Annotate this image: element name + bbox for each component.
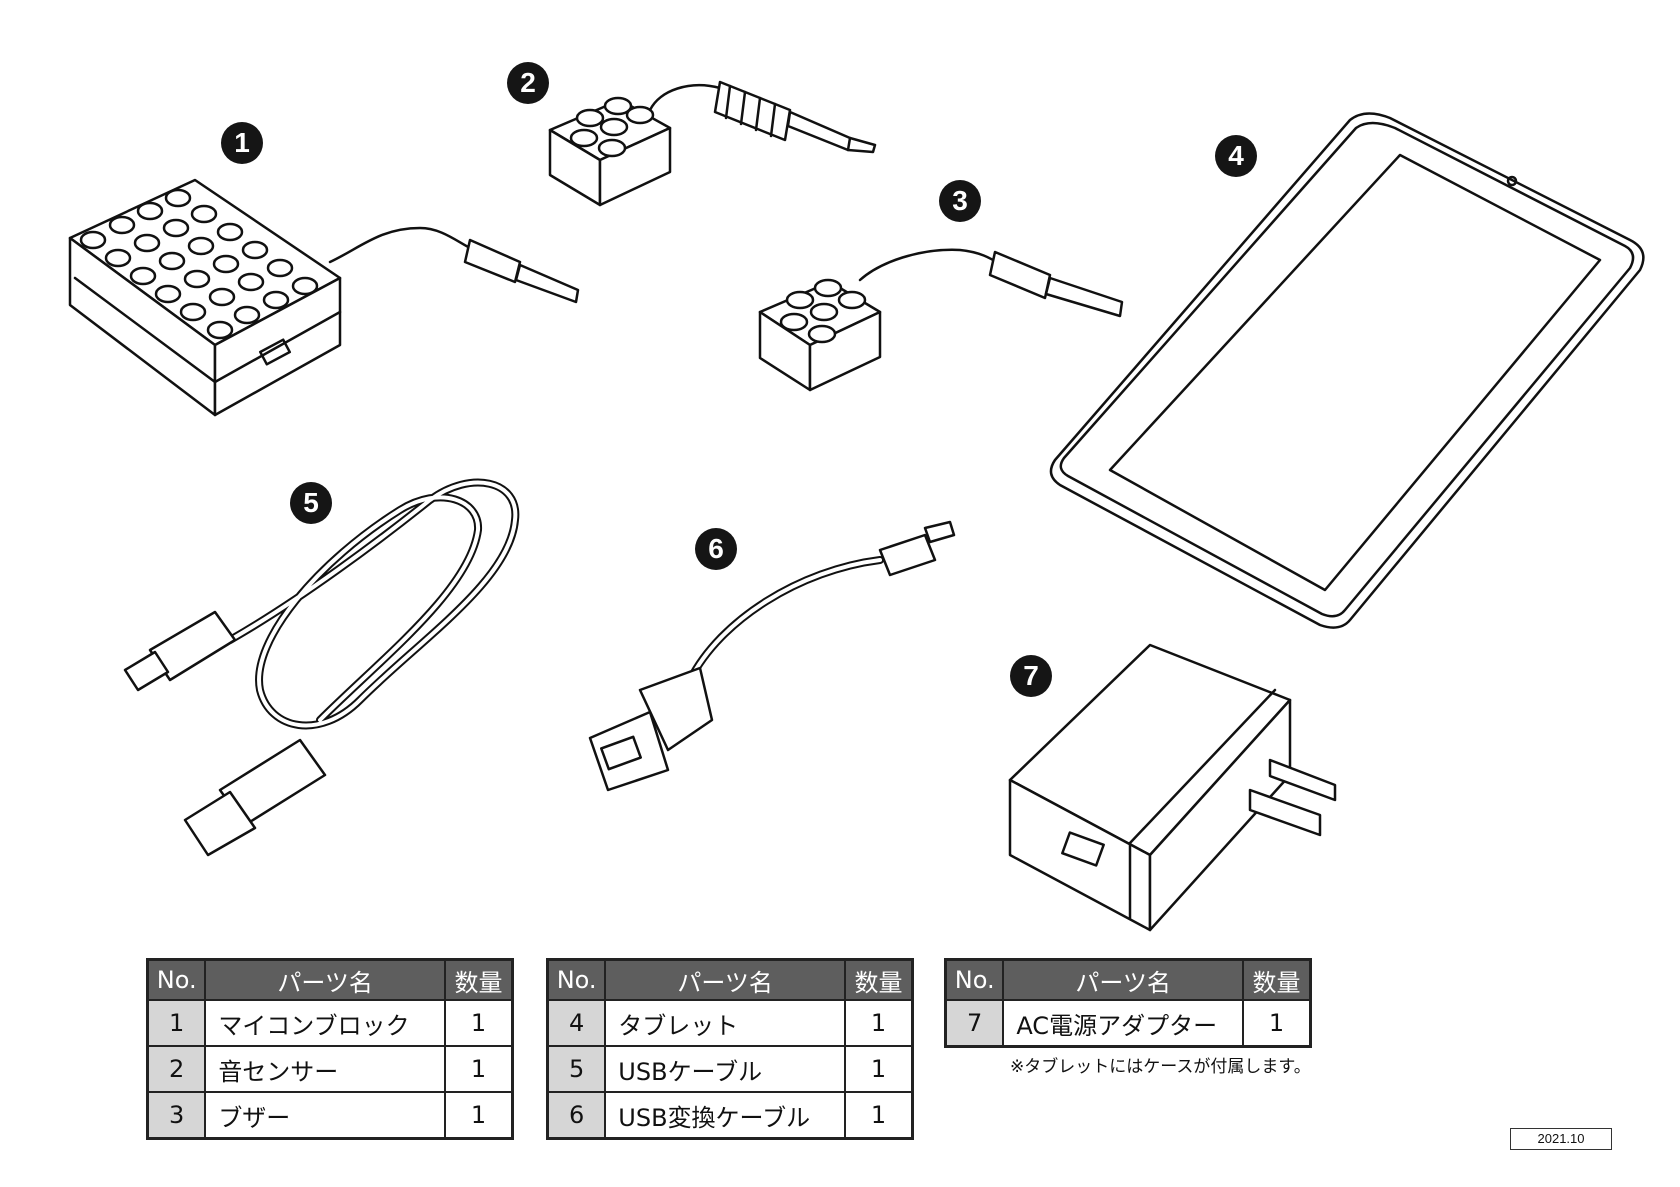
microcomputer-block-image [68, 178, 580, 417]
header-no: No. [146, 958, 207, 1001]
row-part-name: ブザー [204, 1091, 446, 1140]
table-row: 5 USBケーブル 1 [546, 1045, 914, 1093]
row-quantity: 1 [443, 1045, 514, 1093]
marker-6: 6 [695, 528, 737, 570]
row-quantity: 1 [443, 1091, 514, 1140]
table-row: 6 USB変換ケーブル 1 [546, 1091, 914, 1140]
marker-5: 5 [290, 482, 332, 524]
marker-7: 7 [1010, 655, 1052, 697]
tablet-image [1049, 112, 1645, 629]
header-quantity: 数量 [443, 958, 514, 1001]
row-no: 3 [146, 1091, 207, 1140]
tablet-case-note: ※タブレットにはケースが付属します。 [1010, 1057, 1311, 1077]
marker-4: 4 [1215, 135, 1257, 177]
parts-table-2: No. パーツ名 数量 4 タブレット 1 5 USBケーブル 1 6 USB変… [546, 958, 914, 1140]
row-part-name: マイコンブロック [204, 999, 446, 1047]
header-part-name: パーツ名 [604, 958, 847, 1001]
buzzer-image [758, 248, 1124, 392]
header-no: No. [546, 958, 607, 1001]
row-part-name: USB変換ケーブル [604, 1091, 847, 1140]
usb-cable-image [123, 478, 520, 857]
marker-3: 3 [939, 180, 981, 222]
ac-adapter-image [1008, 643, 1337, 932]
header-part-name: パーツ名 [204, 958, 446, 1001]
parts-table-3: No. パーツ名 数量 7 AC電源アダプター 1 [944, 958, 1312, 1048]
table-header-row: No. パーツ名 数量 [944, 958, 1312, 1001]
marker-1: 1 [221, 122, 263, 164]
header-part-name: パーツ名 [1002, 958, 1244, 1001]
parts-table-1: No. パーツ名 数量 1 マイコンブロック 1 2 音センサー 1 3 ブザー… [146, 958, 514, 1140]
row-quantity: 1 [844, 999, 914, 1047]
row-no: 2 [146, 1045, 207, 1093]
header-no: No. [944, 958, 1005, 1001]
usb-conversion-cable-image [588, 520, 956, 792]
row-part-name: 音センサー [204, 1045, 446, 1093]
table-row: 1 マイコンブロック 1 [146, 999, 514, 1047]
row-no: 6 [546, 1091, 607, 1140]
table-row: 3 ブザー 1 [146, 1091, 514, 1140]
header-quantity: 数量 [1241, 958, 1312, 1001]
row-no: 7 [944, 999, 1005, 1048]
row-part-name: タブレット [604, 999, 847, 1047]
table-row: 2 音センサー 1 [146, 1045, 514, 1093]
row-quantity: 1 [844, 1045, 914, 1093]
row-quantity: 1 [1241, 999, 1312, 1048]
row-no: 4 [546, 999, 607, 1047]
row-part-name: USBケーブル [604, 1045, 847, 1093]
row-quantity: 1 [844, 1091, 914, 1140]
table-row: 7 AC電源アダプター 1 [944, 999, 1312, 1048]
row-no: 5 [546, 1045, 607, 1093]
table-header-row: No. パーツ名 数量 [146, 958, 514, 1001]
revision-date: 2021.10 [1510, 1128, 1612, 1150]
sound-sensor-image [548, 80, 877, 207]
row-part-name: AC電源アダプター [1002, 999, 1244, 1048]
marker-2: 2 [507, 62, 549, 104]
header-quantity: 数量 [844, 958, 914, 1001]
row-quantity: 1 [443, 999, 514, 1047]
table-header-row: No. パーツ名 数量 [546, 958, 914, 1001]
table-row: 4 タブレット 1 [546, 999, 914, 1047]
row-no: 1 [146, 999, 207, 1047]
